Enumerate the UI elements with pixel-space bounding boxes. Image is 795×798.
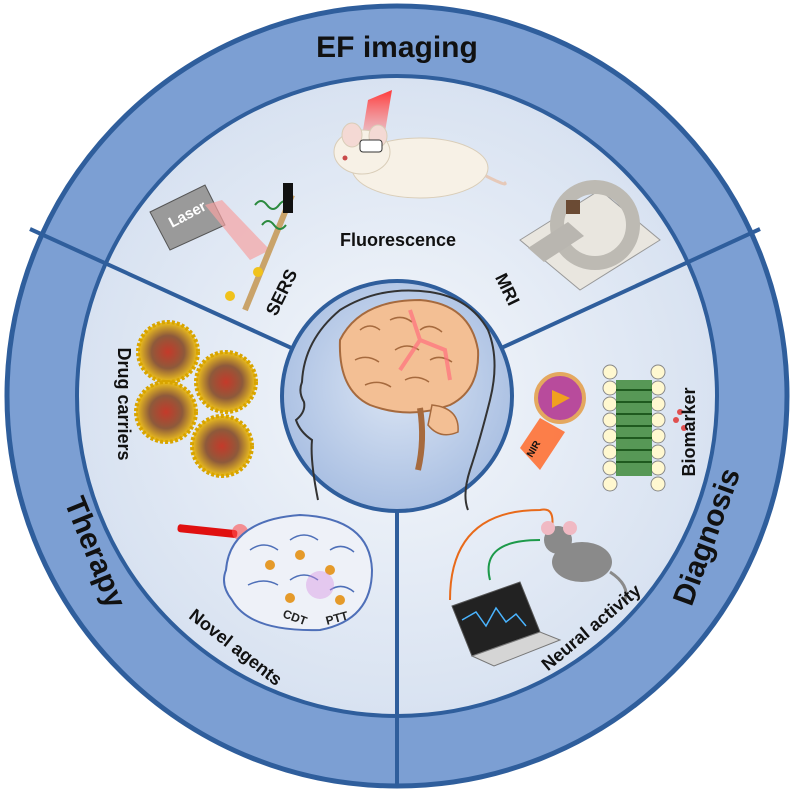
fluorescence-mouse-illustration	[333, 90, 507, 199]
drug-carriers-label: Drug carriers	[114, 347, 134, 460]
sers-laser-illustration: Laser	[149, 183, 295, 312]
novel-agents-illustration	[177, 513, 374, 632]
head-brain-illustration	[294, 289, 496, 511]
fluorescence-label: Fluorescence	[340, 230, 456, 250]
membrane-column-right	[650, 364, 666, 492]
biomarker-label: Biomarker	[679, 387, 699, 476]
biomarker-illustration: NIR	[520, 364, 687, 492]
section-title-imaging: EF imaging	[316, 31, 478, 64]
membrane-column-left	[602, 364, 618, 492]
drug-carriers-illustration	[134, 320, 258, 478]
neural-activity-illustration	[449, 508, 628, 667]
ptt-label: PTT	[324, 608, 350, 628]
mri-machine-illustration	[519, 180, 661, 291]
